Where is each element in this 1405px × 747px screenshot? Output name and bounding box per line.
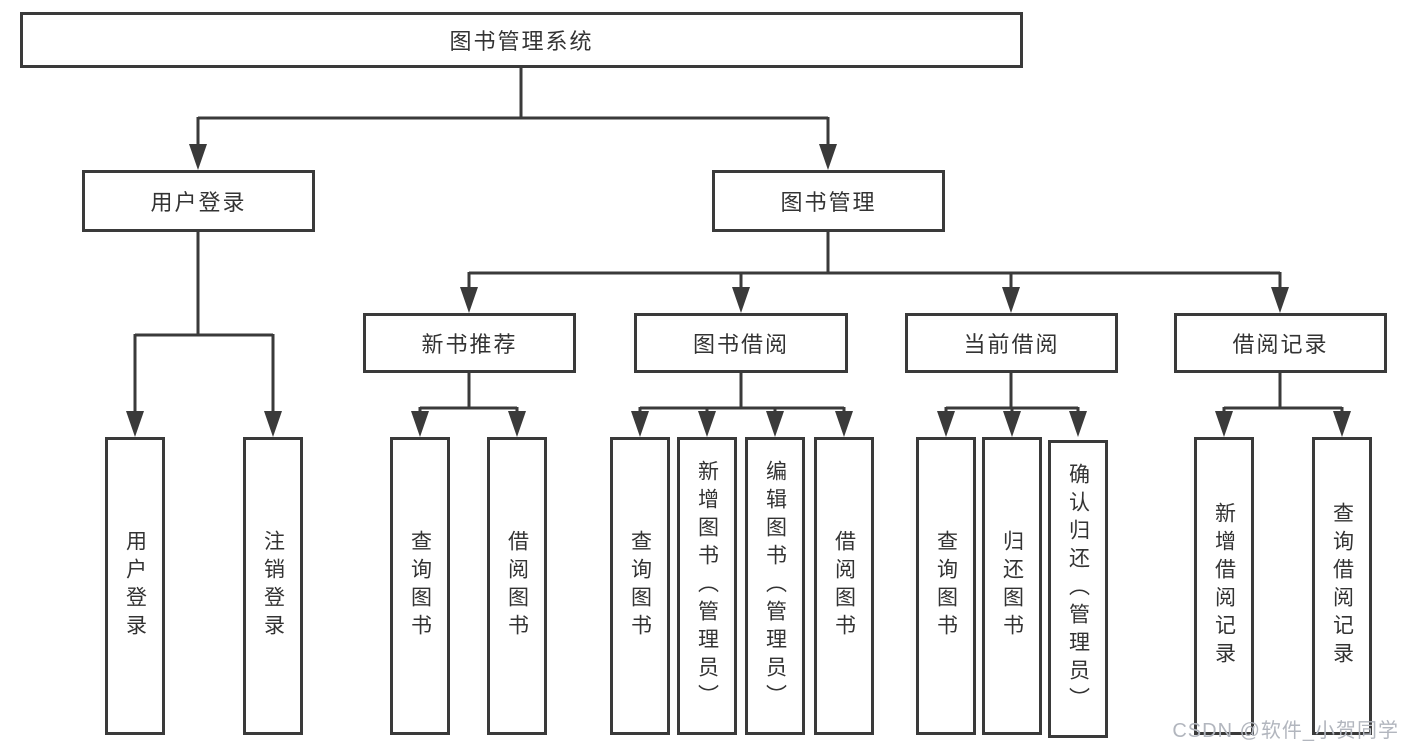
node-label: 查询图书: [628, 530, 652, 642]
node-label: 借阅图书: [832, 530, 856, 642]
node-label: 注销登录: [261, 530, 285, 642]
node-root-library-management-system: 图书管理系统: [20, 12, 1023, 68]
node-leaf-add-books-admin: 新增图书（管理员）: [677, 437, 737, 735]
node-label: 用户登录: [123, 530, 147, 642]
node-book-management: 图书管理: [712, 170, 945, 232]
node-leaf-query-books-1: 查询图书: [390, 437, 450, 735]
node-label: 查询图书: [934, 530, 958, 642]
node-label: 新书推荐: [421, 332, 518, 357]
node-borrowing-records: 借阅记录: [1174, 313, 1387, 373]
node-label: 用户登录: [150, 190, 247, 215]
node-leaf-query-books-2: 查询图书: [610, 437, 670, 735]
node-leaf-add-borrow-record: 新增借阅记录: [1194, 437, 1254, 735]
node-label: 借阅记录: [1232, 332, 1329, 357]
node-leaf-user-login: 用户登录: [105, 437, 165, 735]
node-leaf-logout: 注销登录: [243, 437, 303, 735]
node-label: 归还图书: [1000, 530, 1024, 642]
node-label: 图书借阅: [692, 332, 789, 357]
node-book-borrowing: 图书借阅: [634, 313, 848, 373]
node-label: 图书管理: [780, 190, 877, 215]
node-leaf-confirm-return-admin: 确认归还（管理员）: [1048, 440, 1108, 738]
watermark: CSDN @软件_小贺同学: [1172, 720, 1399, 742]
node-label: 当前借阅: [963, 332, 1060, 357]
node-label: 查询借阅记录: [1330, 502, 1354, 670]
node-label: 借阅图书: [505, 530, 529, 642]
node-leaf-query-borrow-record: 查询借阅记录: [1312, 437, 1372, 735]
node-label: 查询图书: [408, 530, 432, 642]
node-leaf-query-books-3: 查询图书: [916, 437, 976, 735]
node-leaf-borrow-books-2: 借阅图书: [814, 437, 874, 735]
node-current-borrowing: 当前借阅: [905, 313, 1118, 373]
node-label: 确认归还（管理员）: [1066, 463, 1090, 715]
node-label: 图书管理系统: [449, 29, 594, 54]
node-label: 新增图书（管理员）: [695, 460, 719, 712]
node-label: 新增借阅记录: [1212, 502, 1236, 670]
node-leaf-borrow-books-1: 借阅图书: [487, 437, 547, 735]
node-label: 编辑图书（管理员）: [763, 460, 787, 712]
node-user-login: 用户登录: [82, 170, 315, 232]
node-leaf-return-books: 归还图书: [982, 437, 1042, 735]
node-new-book-recommendation: 新书推荐: [363, 313, 576, 373]
node-leaf-edit-books-admin: 编辑图书（管理员）: [745, 437, 805, 735]
